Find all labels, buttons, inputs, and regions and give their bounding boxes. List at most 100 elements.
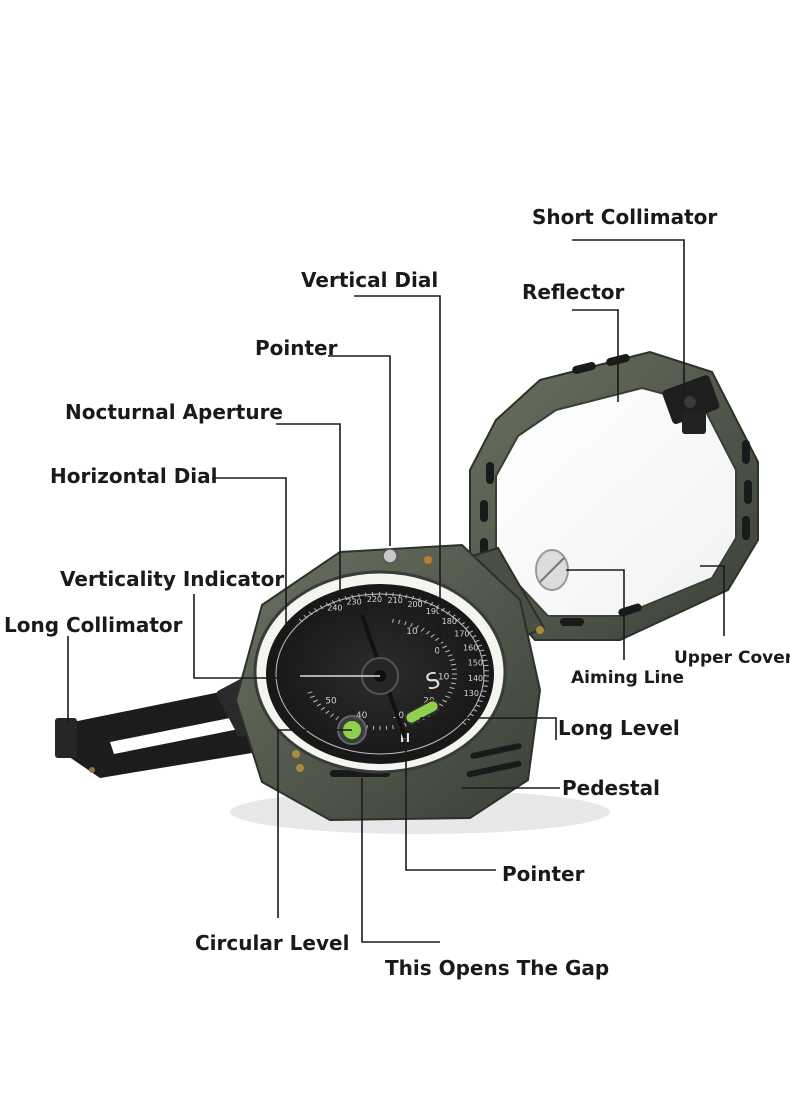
leader-this-opens-the-gap — [361, 778, 440, 943]
dial-letter-s: S — [423, 668, 443, 696]
inner-scale-number-tick-5 — [420, 627, 425, 632]
outer-scale-number-tick-11 — [365, 592, 367, 597]
inner-scale-number-tick-0 — [392, 618, 394, 623]
outer-scale-number-tick-46 — [469, 713, 475, 717]
inner-scale-number-tick-1 — [398, 619, 401, 624]
label-vertical-dial: Vertical Dial — [301, 268, 439, 292]
inner-scale-number-tick-43 — [325, 710, 330, 714]
outer-scale-number-3: 210 — [388, 596, 403, 605]
inner-scale-number-tick-8 — [434, 637, 440, 642]
outer-scale-number-2: 220 — [367, 595, 382, 604]
outer-scale-number-tick-32 — [477, 644, 483, 647]
upper-cover-lid — [469, 350, 759, 641]
outer-scale-number-0: 240 — [327, 603, 342, 612]
label-aiming-line: Aiming Line — [571, 668, 685, 688]
outer-scale-number-5: 190 — [426, 607, 441, 616]
outer-scale-number-tick-29 — [468, 630, 474, 634]
leader-pointer-top — [328, 355, 391, 546]
leader-vertical-dial — [354, 295, 441, 654]
outer-scale-number-6: 180 — [442, 617, 457, 626]
leader-short-collimator — [572, 239, 685, 396]
outer-scale-number-tick-3 — [314, 608, 318, 613]
inner-scale-number-tick-47 — [310, 695, 315, 699]
outer-scale-number-tick-21 — [429, 602, 434, 607]
inner-scale-number-tick-22 — [442, 699, 447, 703]
outer-scale-number-tick-26 — [456, 618, 461, 622]
outer-scale-number-tick-40 — [482, 685, 488, 687]
outer-scale-number-10: 140 — [468, 674, 483, 683]
inner-scale-number-tick-46 — [313, 699, 318, 703]
leader-nocturnal-aperture — [276, 423, 341, 598]
outer-scale-number-tick-15 — [392, 592, 394, 597]
leader-aiming-line — [566, 569, 625, 660]
inner-scale-number-6: 50 — [325, 697, 337, 707]
outer-scale-number-tick-31 — [474, 639, 480, 643]
compass-needle — [300, 614, 407, 739]
outer-scale-number-tick-30 — [471, 635, 477, 638]
outer-scale-number-7: 170 — [454, 629, 469, 638]
inner-scale-number-tick-44 — [320, 706, 326, 711]
leader-upper-cover — [700, 565, 725, 636]
label-long-collimator: Long Collimator — [4, 613, 183, 637]
outer-scale-number-tick-5 — [325, 602, 329, 607]
inner-scale-number-tick-19 — [449, 687, 455, 689]
outer-scale-number-tick-33 — [479, 649, 485, 652]
outer-scale-number-tick-2 — [308, 611, 313, 616]
outer-scale-number-tick-6 — [331, 600, 335, 605]
leader-circular-level — [277, 729, 352, 918]
outer-scale-number-tick-4 — [319, 605, 324, 610]
leader-lines — [67, 239, 725, 943]
outer-scale-number-8: 160 — [463, 644, 478, 653]
outer-scale-number-9: 150 — [468, 659, 483, 668]
outer-scale-number-tick-1 — [303, 614, 308, 619]
label-pointer-bottom: Pointer — [502, 862, 585, 886]
outer-scale-number-tick-34 — [481, 654, 487, 657]
inner-scale-number-tick-30 — [404, 722, 407, 727]
label-nocturnal-aperture: Nocturnal Aperture — [65, 400, 283, 424]
leader-verticality-indicator — [193, 594, 300, 679]
outer-scale-number-tick-19 — [417, 597, 421, 602]
outer-scale-number-tick-43 — [477, 699, 483, 703]
label-upper-cover: Upper Cover — [674, 648, 790, 668]
leader-pointer-bottom — [405, 730, 496, 871]
inner-scale-number-tick-14 — [450, 663, 456, 666]
inner-scale-number-tick-13 — [449, 659, 455, 661]
inner-scale-number-tick-48 — [307, 691, 313, 694]
inner-scale-number-tick-12 — [447, 654, 453, 657]
inner-scale-number-tick-42 — [330, 713, 335, 718]
leader-reflector — [572, 309, 619, 402]
label-pedestal: Pedestal — [562, 776, 660, 800]
inner-scale-number-tick-11 — [445, 649, 450, 653]
label-this-opens-the-gap: This Opens The Gap — [385, 956, 610, 980]
inner-scale-number-tick-3 — [409, 622, 413, 628]
label-verticality-indicator: Verticality Indicator — [60, 567, 285, 591]
inner-scale-number-tick-32 — [392, 725, 394, 730]
outer-scale-number-tick-10 — [358, 593, 361, 598]
outer-scale-number-tick-16 — [398, 593, 401, 598]
label-horizontal-dial: Horizontal Dial — [50, 464, 218, 488]
outer-scale-number-tick-18 — [411, 595, 415, 600]
inner-scale-number-tick-23 — [438, 703, 444, 707]
outer-scale-number-tick-28 — [464, 626, 470, 630]
label-pointer-top: Pointer — [255, 336, 338, 360]
label-short-collimator: Short Collimator — [532, 205, 718, 229]
outer-scale-number-4: 200 — [407, 600, 422, 609]
outer-scale-number-11: 130 — [464, 689, 479, 698]
outer-scale-number-tick-48 — [461, 721, 467, 725]
outer-scale-number-tick-42 — [479, 695, 485, 698]
inner-scale-number-2: 10 — [438, 672, 450, 682]
inner-scale-number-tick-6 — [425, 630, 430, 635]
inner-scale-number-1: 0 — [434, 646, 440, 656]
outer-scale-number-tick-24 — [446, 610, 451, 615]
leader-long-level — [420, 717, 557, 740]
inner-scale-number-tick-7 — [430, 634, 435, 638]
inner-scale-number-tick-21 — [445, 695, 450, 699]
label-circular-level: Circular Level — [195, 931, 350, 955]
inner-scale-number-tick-41 — [335, 716, 340, 721]
inner-scale-number-0: 10 — [406, 627, 418, 637]
outer-scale-number-tick-41 — [481, 690, 487, 692]
outer-scale-number-tick-8 — [344, 596, 348, 601]
dial-letter-n: N — [400, 731, 410, 745]
outer-scale-number-tick-35 — [482, 659, 488, 662]
outer-scale-number-tick-45 — [472, 708, 478, 712]
